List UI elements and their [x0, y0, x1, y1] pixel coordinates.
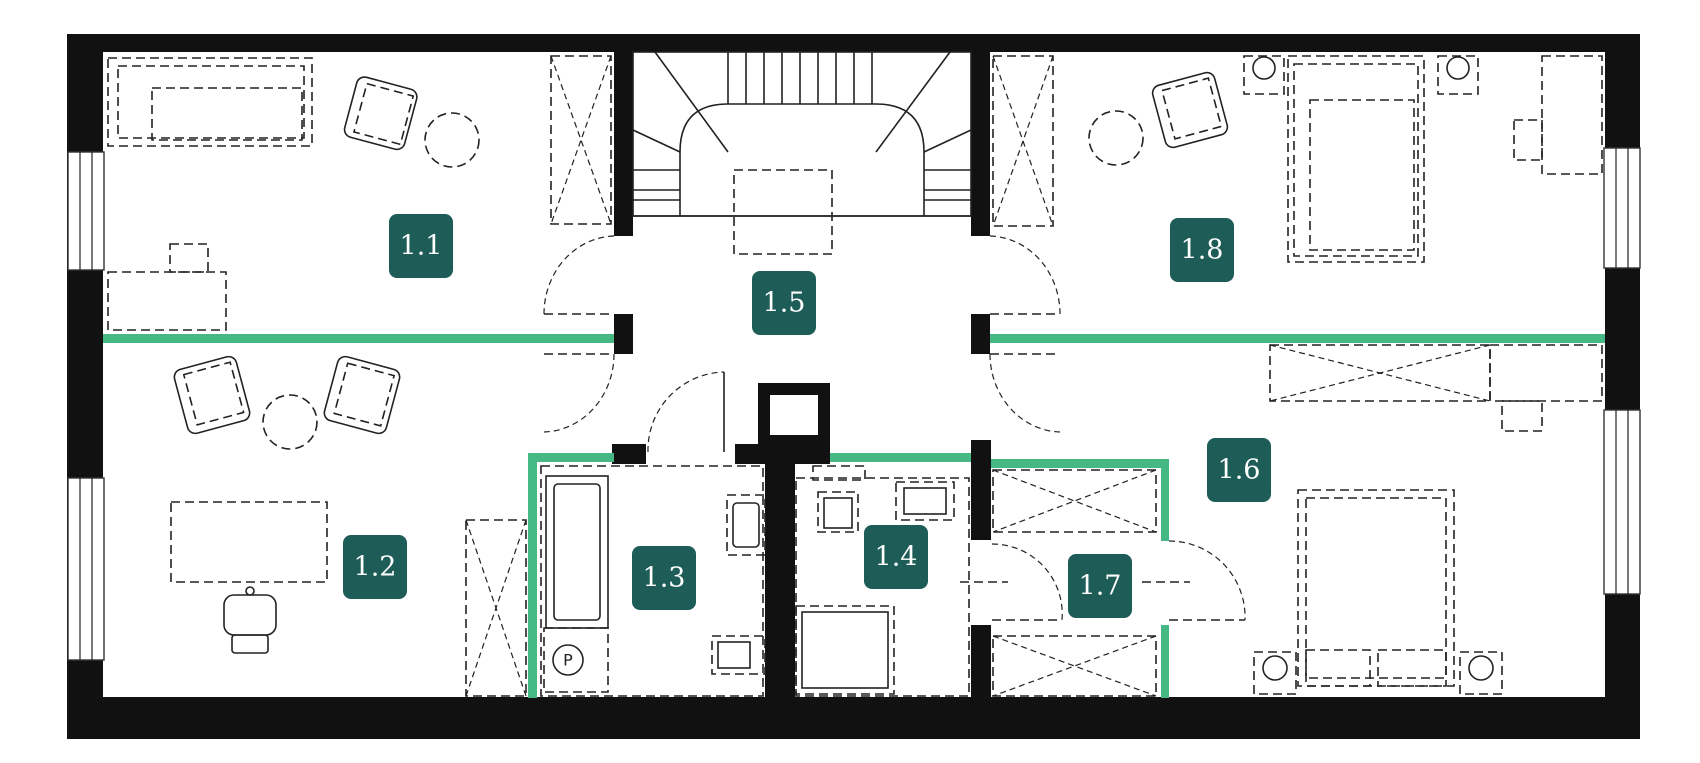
room-1-1-furniture [107, 55, 612, 331]
room-label-1-8-text: 1.8 [1181, 235, 1224, 266]
closet-wall-lower [971, 625, 991, 698]
stair-wall-left [614, 50, 633, 236]
wall-right [1605, 34, 1640, 739]
bed-1-1 [107, 57, 313, 147]
window-right-upper [1603, 147, 1641, 269]
room-label-1-2-text: 1.2 [354, 552, 397, 583]
desk-1-1 [107, 271, 227, 331]
room-label-1-7-text: 1.7 [1079, 571, 1122, 602]
partition-bath-top [528, 453, 614, 462]
stair-wall-right [971, 50, 990, 236]
window-left-upper [67, 151, 105, 271]
wardrobe-1-2 [465, 519, 527, 697]
bed-1-6 [1297, 489, 1455, 687]
windows [67, 147, 1641, 661]
toilet-1-4 [817, 491, 859, 533]
bed-1-8 [1287, 55, 1425, 263]
room-1-7-fixtures [960, 469, 1190, 697]
room-label-1-5[interactable]: 1.5 [752, 271, 816, 335]
room-label-1-1-text: 1.1 [400, 231, 443, 262]
nightstand-1-6-right [1459, 651, 1503, 695]
room-1-8-furniture [992, 55, 1603, 263]
nightstand-1-8-left [1243, 55, 1285, 95]
room-label-1-6-text: 1.6 [1218, 455, 1261, 486]
room-label-1-4-text: 1.4 [875, 542, 918, 573]
wardrobe-1-6 [1269, 344, 1491, 402]
room-label-1-8[interactable]: 1.8 [1170, 218, 1234, 282]
partition-1-2-1-3 [528, 453, 537, 698]
toilet-1-3 [711, 635, 766, 675]
nightstand-1-8-right [1437, 55, 1479, 95]
partition-1-8-1-6 [990, 334, 1605, 343]
nightstand-1-6-left [1253, 651, 1297, 695]
desk-1-6 [1489, 344, 1603, 402]
office-chair [223, 586, 277, 654]
bathtub [545, 475, 609, 629]
wall-stub-left [614, 314, 633, 354]
room-1-4-fixtures [795, 465, 970, 697]
partition-wc-top [830, 453, 971, 462]
bath-divider-wall [765, 444, 795, 698]
sink-1-3 [726, 494, 766, 556]
outer-walls [67, 34, 1640, 739]
partition-closet-top [991, 459, 1165, 468]
room-1-6-furniture [1253, 344, 1603, 695]
room-label-1-6[interactable]: 1.6 [1207, 438, 1271, 502]
sink-1-4 [895, 481, 955, 521]
boiler-label: P [563, 651, 573, 670]
side-table-1-1 [424, 112, 480, 168]
desk-1-8 [1541, 55, 1603, 175]
bath-wall-stub-left [612, 444, 646, 464]
room-label-1-5-text: 1.5 [763, 288, 806, 319]
partition-closet-right-lower [1161, 625, 1169, 698]
room-label-1-4[interactable]: 1.4 [864, 525, 928, 589]
wall-stub-right [971, 314, 990, 354]
room-label-1-2[interactable]: 1.2 [343, 535, 407, 599]
chimney-flue [770, 395, 818, 435]
room-label-1-3-text: 1.3 [643, 563, 686, 594]
wall-top [67, 34, 1640, 52]
closet-wall-upper [971, 440, 991, 540]
room-labels: 1.1 1.2 1.3 1.4 1.5 1.6 1.7 1.8 [343, 214, 1271, 618]
window-left-lower [67, 477, 105, 661]
armchair-1-1 [343, 76, 418, 151]
room-label-1-7[interactable]: 1.7 [1068, 554, 1132, 618]
room-label-1-3[interactable]: 1.3 [632, 546, 696, 610]
interior-walls [612, 50, 991, 698]
window-right-lower [1603, 409, 1641, 595]
room-1-3-fixtures: P [540, 465, 766, 697]
wardrobe-1-8 [992, 55, 1054, 227]
room-1-2-furniture [170, 355, 527, 697]
partition-closet-right-upper [1161, 459, 1169, 541]
doors [543, 235, 1246, 621]
partitions [103, 334, 1605, 698]
wall-bottom [67, 697, 1640, 739]
boiler-box [543, 627, 609, 693]
partition-1-1-1-2 [103, 334, 614, 343]
shower [795, 605, 895, 695]
staircase [632, 51, 972, 255]
desk-1-2 [170, 501, 328, 583]
wardrobe-1-1 [550, 55, 612, 225]
boiler-icon [552, 644, 584, 676]
room-label-1-1[interactable]: 1.1 [389, 214, 453, 278]
